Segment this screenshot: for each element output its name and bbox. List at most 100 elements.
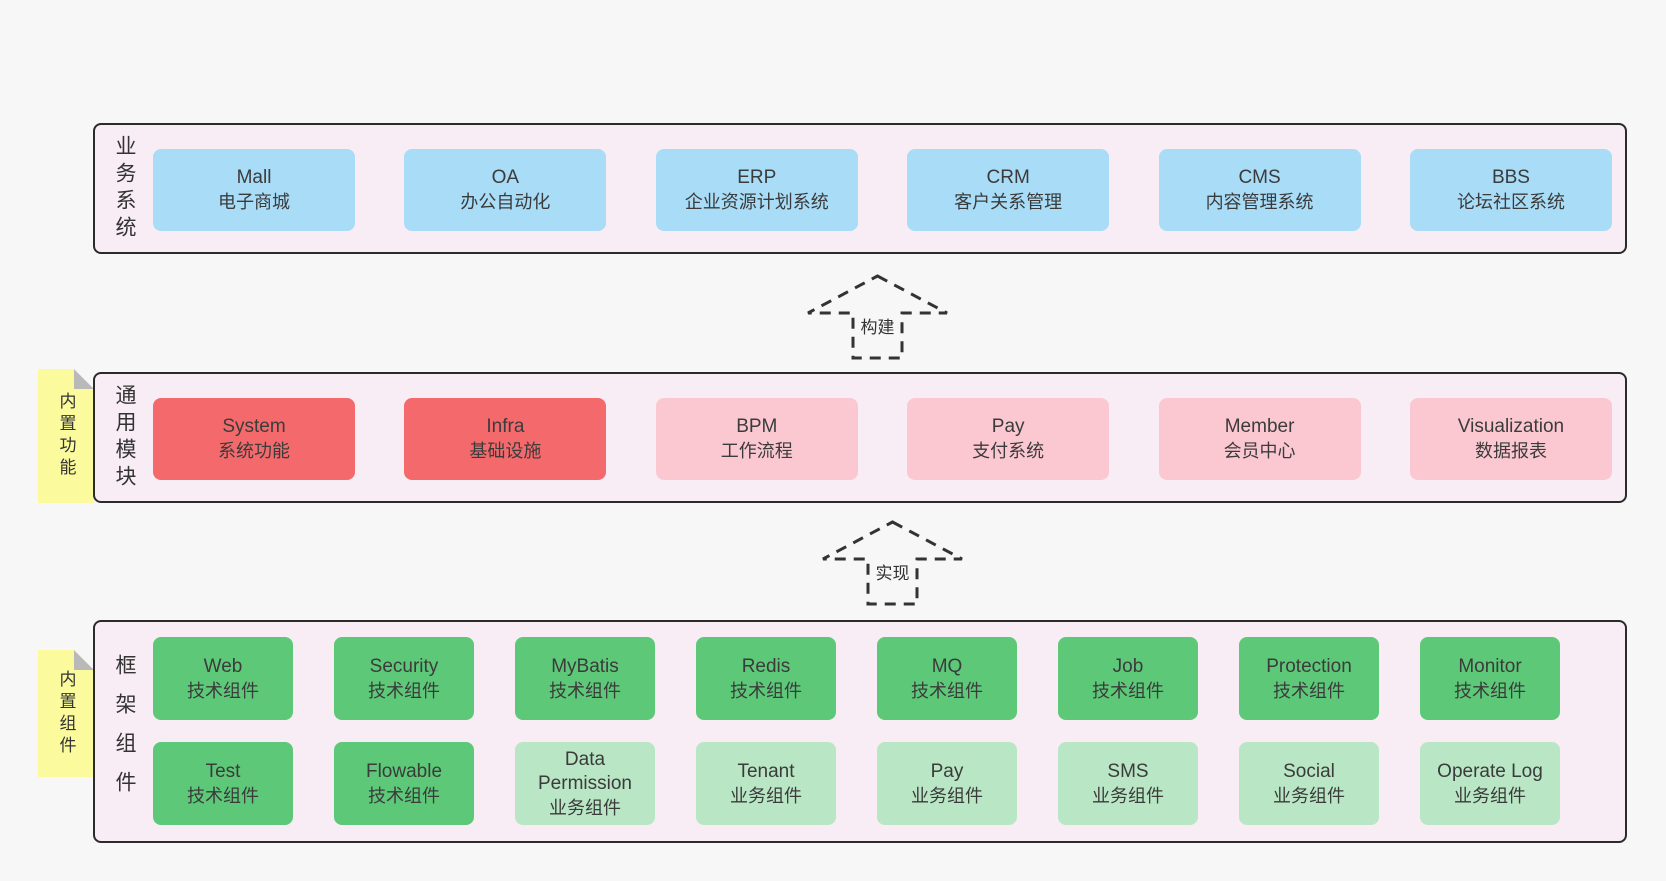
module-name: Flowable: [365, 760, 443, 782]
folded-corner-icon: [74, 650, 94, 670]
module-desc: 业务组件: [549, 797, 621, 818]
module-desc: 技术组件: [1273, 680, 1345, 701]
module-name: SMS: [1107, 760, 1149, 782]
module-desc: 技术组件: [368, 680, 440, 701]
module-name: BPM: [736, 416, 778, 437]
module-box: Member 会员中心: [1158, 398, 1361, 480]
module-desc: 技术组件: [187, 680, 259, 701]
module-name: System: [222, 416, 286, 437]
module-box: Redis 技术组件: [696, 637, 836, 720]
module-desc: 技术组件: [730, 680, 802, 701]
module-box: BBS 论坛社区系统: [1409, 149, 1612, 231]
module-name: Redis: [741, 655, 791, 677]
module-desc: 业务组件: [730, 785, 802, 806]
module-name: ERP: [737, 167, 777, 188]
module-box: Monitor 技术组件: [1420, 637, 1560, 720]
module-name: Infra: [486, 416, 525, 437]
module-desc: 业务组件: [1092, 785, 1164, 806]
module-name: MQ: [931, 655, 963, 677]
module-desc: 内容管理系统: [1205, 192, 1314, 212]
module-name: Visualization: [1457, 416, 1565, 437]
module-name: Mall: [236, 167, 272, 188]
module-name: MyBatis: [551, 655, 619, 677]
module-box: Pay 支付系统: [907, 398, 1110, 480]
module-box: Social 业务组件: [1239, 742, 1379, 825]
module-box: ERP 企业资源计划系统: [655, 149, 858, 231]
dashed-up-arrow-icon: [807, 274, 948, 360]
module-desc: 技术组件: [187, 785, 259, 806]
module-box: SMS 业务组件: [1058, 742, 1198, 825]
arrow-up-build: 构建: [806, 274, 949, 360]
module-box: BPM 工作流程: [655, 398, 858, 480]
panel-side-label: 框架组件: [113, 653, 136, 810]
module-box: Operate Log 业务组件: [1420, 742, 1560, 825]
module-name: Monitor: [1458, 655, 1522, 677]
arrow-label: 构建: [855, 312, 900, 339]
module-desc: 数据报表: [1474, 441, 1547, 461]
module-box: Data Permission 业务组件: [515, 742, 655, 825]
module-desc: 技术组件: [368, 785, 440, 806]
sticky-note-builtin-components: 内置组件: [38, 650, 94, 777]
module-desc: 工作流程: [720, 441, 793, 461]
module-name: OA: [491, 167, 520, 188]
arrow-label: 实现: [870, 558, 915, 585]
module-desc: 技术组件: [911, 680, 983, 701]
folded-corner-icon: [74, 369, 94, 389]
module-name: Social: [1283, 760, 1335, 782]
module-box: Protection 技术组件: [1239, 637, 1379, 720]
module-box: Visualization 数据报表: [1409, 398, 1612, 480]
module-box: Tenant 业务组件: [696, 742, 836, 825]
module-name: Pay: [930, 760, 964, 782]
module-name: Job: [1112, 655, 1144, 677]
module-desc: 电子商城: [218, 192, 290, 212]
module-desc: 客户关系管理: [954, 192, 1063, 212]
sticky-note-label: 内置组件: [56, 669, 76, 758]
module-name: BBS: [1491, 167, 1530, 188]
module-desc: 业务组件: [911, 785, 983, 806]
module-box: Pay 业务组件: [877, 742, 1017, 825]
module-name: Operate Log: [1437, 760, 1543, 782]
module-name: Tenant: [737, 760, 795, 782]
module-box: System 系统功能: [153, 398, 355, 480]
module-name: Security: [369, 655, 439, 677]
module-box: Security 技术组件: [334, 637, 474, 720]
module-desc: 业务组件: [1273, 785, 1345, 806]
module-box: Test 技术组件: [153, 742, 293, 825]
module-desc: 论坛社区系统: [1456, 192, 1565, 212]
module-desc: 技术组件: [1454, 680, 1526, 701]
module-desc: 支付系统: [972, 441, 1045, 461]
module-name: Protection: [1266, 655, 1352, 677]
module-desc: 业务组件: [1454, 785, 1526, 806]
module-name: Test: [205, 760, 241, 782]
module-desc: 系统功能: [218, 441, 290, 461]
module-name: Data Permission: [538, 748, 632, 794]
module-name: Web: [203, 655, 243, 677]
module-desc: 技术组件: [1092, 680, 1164, 701]
dashed-up-arrow-icon: [822, 520, 963, 606]
module-name: Member: [1224, 416, 1295, 437]
module-box: MyBatis 技术组件: [515, 637, 655, 720]
module-box: Mall 电子商城: [153, 149, 355, 231]
module-desc: 会员中心: [1223, 441, 1296, 461]
module-box: MQ 技术组件: [877, 637, 1017, 720]
panel-side-label: 通用模块: [113, 383, 136, 492]
module-box: OA 办公自动化: [404, 149, 607, 231]
sticky-note-label: 内置功能: [56, 392, 76, 480]
module-box: Job 技术组件: [1058, 637, 1198, 720]
module-desc: 企业资源计划系统: [684, 192, 829, 212]
module-desc: 技术组件: [549, 680, 621, 701]
panel-side-label: 业务系统: [113, 134, 136, 243]
module-name: Pay: [991, 416, 1025, 437]
module-box: Web 技术组件: [153, 637, 293, 720]
module-box: Flowable 技术组件: [334, 742, 474, 825]
module-desc: 办公自动化: [460, 192, 551, 212]
